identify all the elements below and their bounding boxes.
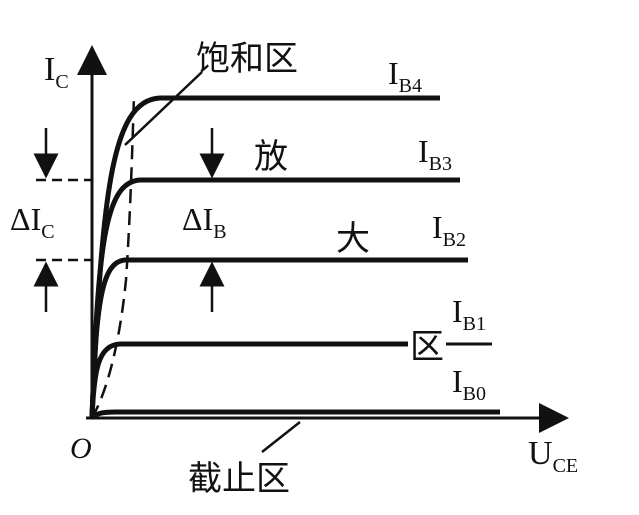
amplify-label-2: 大	[336, 219, 370, 259]
x-axis-label: UCE	[528, 435, 578, 477]
delta-ib-label: ΔIB	[182, 201, 227, 243]
saturation-region-label: 饱和区	[196, 39, 298, 79]
curve-label-ib0: IB0	[452, 363, 486, 405]
cutoff-leader	[261, 421, 301, 453]
amplify-label-3: 区	[410, 327, 444, 367]
origin-label: O	[70, 432, 92, 465]
saturation-boundary	[90, 94, 136, 419]
curve-ib3	[89, 177, 460, 419]
curve-label-ib2: IB2	[432, 209, 466, 251]
delta-ic-label: ΔIC	[10, 201, 55, 243]
saturation-leader	[124, 71, 203, 146]
y-axis-label: IC	[44, 51, 69, 93]
cutoff-region-label: 截止区	[188, 459, 290, 499]
curve-label-ib3: IB3	[418, 133, 452, 175]
curve-label-ib4: IB4	[388, 55, 422, 97]
curve-label-ib1: IB1	[452, 293, 486, 335]
curve-ib1	[89, 341, 408, 419]
amplify-label-1: 放	[254, 137, 288, 177]
